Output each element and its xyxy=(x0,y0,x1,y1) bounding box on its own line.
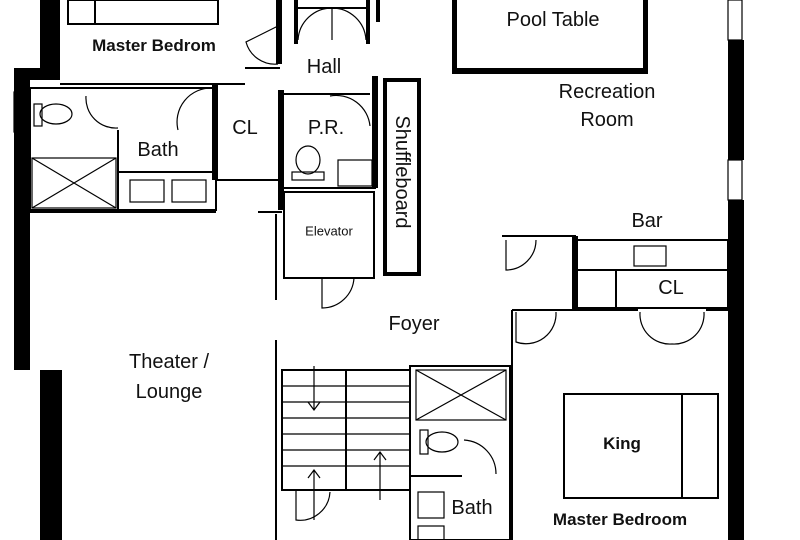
toilet-top-tank xyxy=(33,103,43,127)
shower-bottom xyxy=(415,369,507,421)
room-label-master-bedroom-bottom: Master Bedroom xyxy=(552,509,688,529)
cl-right-box xyxy=(575,269,729,309)
elevator-box xyxy=(283,191,375,279)
door-bar xyxy=(505,239,537,271)
window-right-2 xyxy=(727,159,743,201)
bed-top xyxy=(67,0,219,25)
sink-2 xyxy=(171,179,207,203)
room-label-recreation-line1: Recreation xyxy=(558,81,656,103)
wall-pr-right xyxy=(372,76,378,188)
room-label-master-bedroom-top: Master Bedrom xyxy=(92,35,216,55)
wall-cl-top-right xyxy=(278,90,284,210)
wall-top-jog xyxy=(14,68,60,80)
door-master-swing xyxy=(245,25,279,65)
room-label-theater-line1: Theater / xyxy=(128,351,210,373)
room-label-hall: Hall xyxy=(306,56,342,78)
door-stair xyxy=(295,490,331,521)
shower-bottom-x xyxy=(415,369,507,421)
room-label-bath-bottom: Bath xyxy=(451,497,493,519)
room-label-cl-top: CL xyxy=(232,117,258,139)
shuffleboard-label: Shuffleboard xyxy=(391,115,413,229)
stair-treads xyxy=(282,385,410,467)
stair-arrow-up xyxy=(307,469,321,520)
door-cl-right xyxy=(639,311,705,345)
room-label-elevator: Elevator xyxy=(305,223,353,239)
pool-table-surface xyxy=(457,0,643,68)
room-label-powder-room: P.R. xyxy=(307,117,345,139)
toilet-top xyxy=(39,103,73,125)
wall-hall-left xyxy=(276,0,282,64)
bath-door-swing xyxy=(85,95,119,129)
bath-top-walls xyxy=(29,87,217,211)
shower-top xyxy=(31,157,117,209)
room-label-bar: Bar xyxy=(631,210,663,232)
door-bath-bottom xyxy=(463,439,497,475)
wall-left-lower xyxy=(40,370,62,540)
wall-hall-closet-left xyxy=(294,0,298,44)
pr-toilet xyxy=(295,145,321,175)
bar-sink xyxy=(633,245,667,267)
wall-left-upper xyxy=(14,70,30,370)
bath-bottom-walls xyxy=(409,365,511,540)
bath-bottom-sink xyxy=(417,491,445,519)
sink-1 xyxy=(129,179,165,203)
room-label-theater-line2: Lounge xyxy=(135,381,203,403)
room-label-cl-right: CL xyxy=(658,277,684,299)
pr-sink xyxy=(337,159,373,187)
bath-bottom-sink-2 xyxy=(417,525,445,540)
shuffleboard-outline xyxy=(383,78,421,276)
shower-top-x xyxy=(31,157,117,209)
wall-right-upper xyxy=(728,40,744,160)
room-label-recreation-line2: Room xyxy=(580,109,634,131)
door-mb xyxy=(515,311,557,345)
door-pr xyxy=(329,94,371,127)
door-cl-top xyxy=(176,87,213,131)
stair-arrow-up-2 xyxy=(373,451,387,500)
window-right xyxy=(727,0,743,41)
window-left xyxy=(13,91,29,133)
pr-toilet-tank xyxy=(291,171,325,181)
toilet-bottom-tank xyxy=(419,429,429,455)
bed-label-king: King xyxy=(603,433,641,453)
king-bed xyxy=(563,393,719,499)
wall-right-lower xyxy=(728,200,744,540)
pool-table-label: Pool Table xyxy=(506,9,600,31)
toilet-bottom xyxy=(425,431,459,453)
room-label-foyer: Foyer xyxy=(388,313,440,335)
wall-hall-post xyxy=(376,0,380,22)
room-label-bath-top: Bath xyxy=(137,139,179,161)
wall-left-top xyxy=(40,0,60,72)
stair-arrow-down xyxy=(307,366,321,411)
wall-cl-top-left xyxy=(212,84,218,180)
elevator-door xyxy=(321,277,355,309)
door-hall-closet xyxy=(297,7,367,41)
wall-hall-closet-right xyxy=(366,0,370,44)
